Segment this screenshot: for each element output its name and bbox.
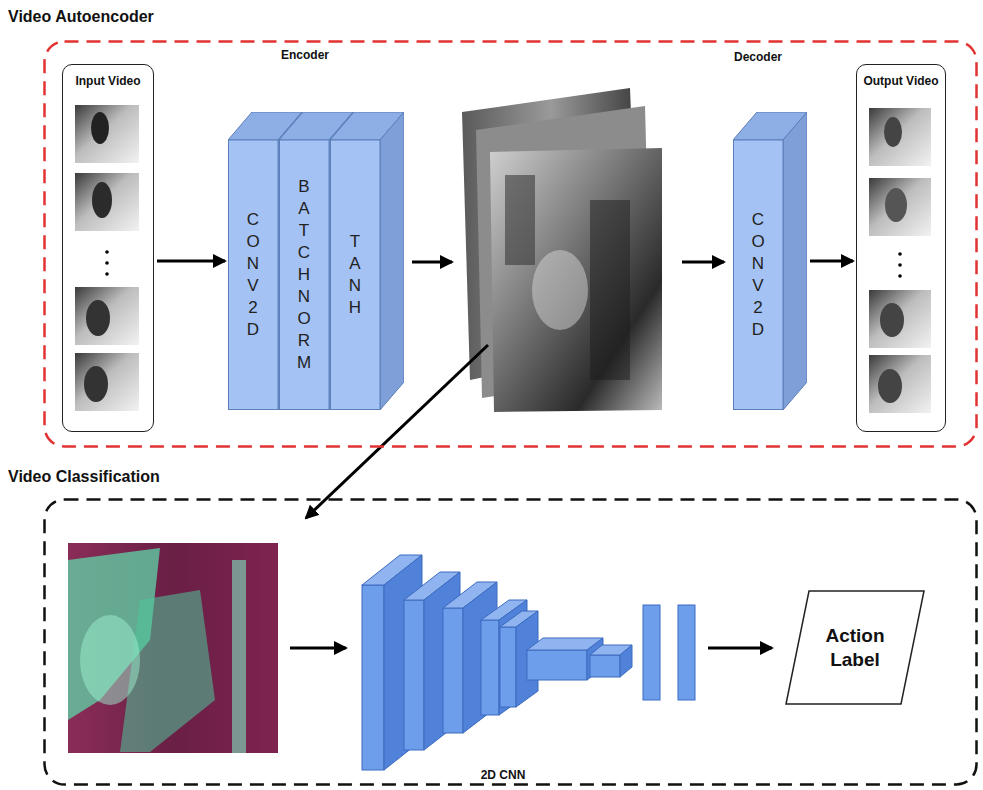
feature-texture [590,200,630,380]
section-label: 2D CNN [481,768,526,782]
dense-layer [678,605,695,700]
slab-face: BATCHNORM [279,140,329,410]
layer-name: CONV2D [245,209,262,342]
layer-block: DecoderCONV2D [733,112,807,410]
slab-side [783,112,807,410]
video-panel: Input Video [62,64,154,432]
video-frame [869,178,931,236]
panel-title-wrap: Output Video [857,71,945,89]
layer-block: TANH [330,112,404,410]
feature-texture [505,175,535,265]
parallelogram-content: Action Label [785,590,925,705]
ellipsis-dot [898,252,902,256]
classification-input [68,543,278,753]
label-wrap: 2D CNN [433,765,573,783]
label-wrap: Encoder [235,45,375,63]
ellipsis-dot [105,261,109,265]
flow-arrow [810,260,853,263]
slab-face: CONV2D [228,140,278,410]
flow-arrow [708,647,772,650]
layer-slab [330,112,404,410]
ellipsis-dot [898,263,902,267]
frame-figure [92,182,112,218]
ellipsis-dot [105,250,109,254]
layer-slab [733,112,807,410]
video-frame [75,353,139,411]
slab-side [380,112,404,410]
panel-title-wrap: Input Video [63,71,153,89]
frame-figure [878,369,902,403]
parallelogram-shape [785,590,925,705]
group-region: Input VideoCONV2DBATCHNORMTANHDecoderCON… [0,0,983,452]
dashed-boundary [43,40,978,448]
slab-front [280,140,330,410]
output-parallelogram: Action Label [785,590,925,705]
video-panel: Output Video [856,64,946,432]
group-region: Action Label Video Classification [0,462,983,790]
feature-texture [532,250,588,330]
cnn-layer [362,585,384,770]
decoder-heading-wrap: Decoder [693,50,823,64]
output-label: Action Label [815,624,895,672]
latent-feature-maps [462,88,662,412]
frame-figure [86,300,110,336]
layer-name: CONV2D [750,209,767,342]
flow-arrow [157,260,225,263]
slab-front [229,140,279,410]
output-frames [869,108,931,413]
slab-front [734,140,784,410]
flow-arrow [412,261,452,264]
region-heading: Video Autoencoder [8,8,154,26]
heading-wrap: Video Classification [8,468,160,486]
image-texture [232,560,246,753]
input-frames [75,105,139,411]
slab-face: CONV2D [733,140,783,410]
ellipsis-dot [898,274,902,278]
panel-title: Output Video [863,74,938,88]
cnn-layer [590,655,620,677]
cnn-layer [404,600,424,750]
video-frame [869,355,931,413]
frame-figure [880,303,904,337]
video-frame [75,173,139,231]
cnn-layer [500,627,516,707]
feature-map [490,148,662,412]
encoded-image [68,543,278,753]
cnn-layer [443,608,463,733]
frame-figure [885,188,907,222]
ellipsis-dot [105,272,109,276]
heading-wrap: Video Autoencoder [8,8,154,26]
flow-arrow [290,647,346,650]
image-texture [80,615,140,705]
video-frame [869,108,931,166]
region-heading: Video Classification [8,468,160,486]
video-frame [75,105,139,163]
video-frame [869,290,931,348]
frame-figure [84,366,108,402]
dense-layer [643,605,660,700]
dashed-border [45,42,977,447]
frame-figure [884,117,902,147]
dashed-border [45,500,977,785]
section-heading: Decoder [693,50,823,64]
panel-title: Input Video [75,74,140,88]
cnn-layer [527,650,587,680]
parallelogram-outline [786,591,924,704]
frame-figure [91,112,109,144]
cnn-layer [481,620,499,715]
layer-name: BATCHNORM [296,176,313,375]
video-frame [75,287,139,345]
cnn-layer [620,645,632,677]
cnn-blocks [362,555,695,770]
slab-front [331,140,381,410]
flow-arrow [682,261,724,264]
slab-face: TANH [330,140,380,410]
section-label: Encoder [281,48,329,62]
layer-name: TANH [347,231,364,319]
